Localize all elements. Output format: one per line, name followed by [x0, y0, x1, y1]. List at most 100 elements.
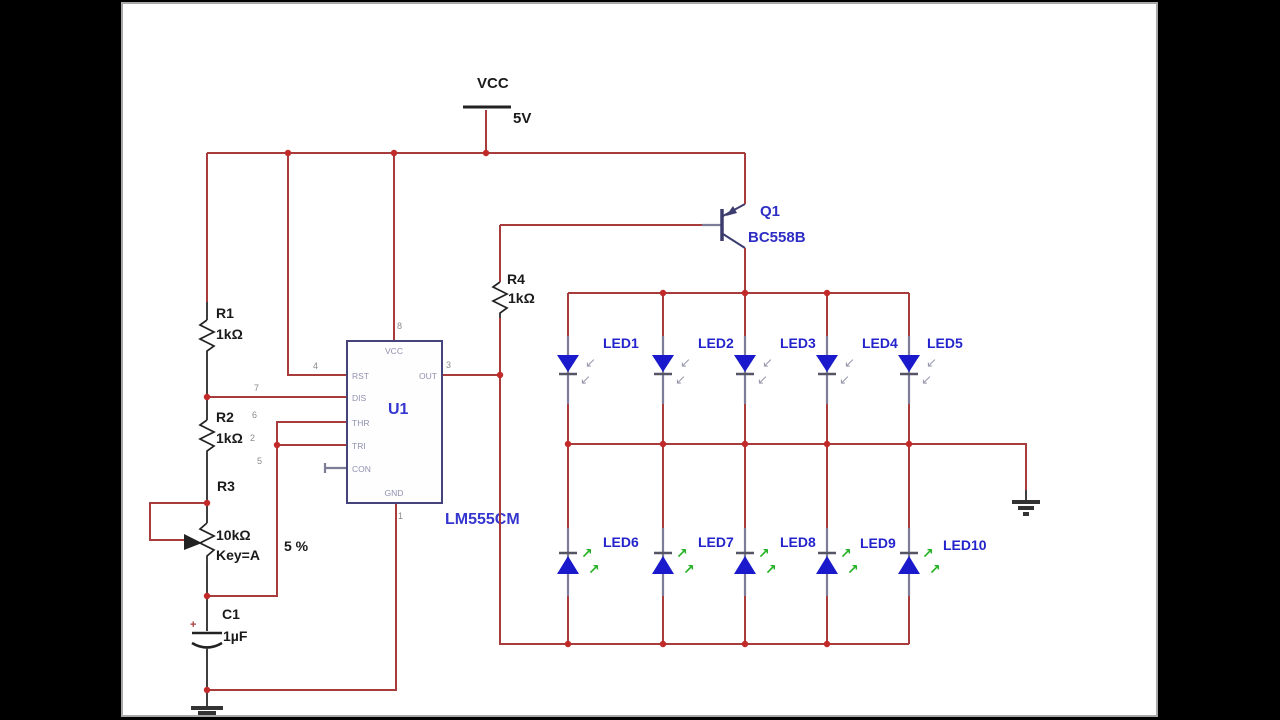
led-label: LED8: [780, 534, 816, 550]
r3-ref-label: R3: [217, 478, 235, 494]
led-top-row: ↙ ↙ LED1 ↙ ↙ LED2 ↙ ↙ LED3: [557, 293, 963, 444]
led-7: ↗ ↗ LED7: [652, 444, 734, 644]
u1-pin-number-6: 6: [252, 410, 257, 420]
r4-ref-label: R4: [507, 271, 525, 287]
junction-dot: [905, 440, 913, 448]
capacitor-c1: + C1 1µF: [190, 606, 248, 649]
junction-dot: [659, 640, 667, 648]
c1-polarity-mark: +: [190, 619, 196, 631]
r2-value-label: 1kΩ: [216, 430, 243, 446]
led-label: LED4: [862, 335, 898, 351]
junction-dot: [203, 393, 211, 401]
junction-dot: [659, 289, 667, 297]
led-8: ↗ ↗ LED8: [734, 444, 816, 644]
ground-icon: [1012, 500, 1040, 516]
u1-pin-con-label: CON: [352, 464, 371, 474]
r3-wiper-arrow-icon: [184, 534, 202, 550]
r3-value-label: 10kΩ: [216, 527, 251, 543]
resistor-r1: R1 1kΩ: [198, 305, 243, 352]
led-diode-icon: [816, 355, 838, 372]
led-4: ↙ ↙ LED4: [816, 293, 898, 444]
vcc-power-icon: VCC 5V: [463, 75, 531, 127]
junction-dot: [273, 441, 281, 449]
q1-ref-label: Q1: [760, 203, 780, 220]
led-label: LED7: [698, 534, 734, 550]
junction-dot: [564, 440, 572, 448]
u1-pin-number-8: 8: [397, 321, 402, 331]
junction-dot: [741, 289, 749, 297]
led-diode-icon: [734, 556, 756, 574]
junction-dot: [741, 440, 749, 448]
led-diode-icon: [898, 355, 920, 372]
junction-dot: [659, 440, 667, 448]
r4-value-label: 1kΩ: [508, 290, 535, 306]
q1-pnp-arrow-icon: [726, 206, 737, 216]
r2-ref-label: R2: [216, 409, 234, 425]
u1-ref-label: U1: [388, 401, 409, 418]
junction-dot: [203, 499, 211, 507]
wire-mid-bus-to-ground: [568, 443, 1027, 492]
led-label: LED9: [860, 535, 896, 551]
led-2: ↙ ↙ LED2: [652, 293, 734, 444]
u1-pin-dis-label: DIS: [352, 393, 367, 403]
led-emission-arrow-on-icon: ↗: [581, 546, 593, 562]
led-10: ↗ ↗ LED10: [898, 444, 987, 644]
led-emission-arrow-off-icon: ↙: [762, 356, 773, 371]
junction-dot: [390, 149, 398, 157]
resistor-r2: R2 1kΩ: [198, 409, 243, 455]
u1-pin-number-7: 7: [254, 383, 259, 393]
led-diode-icon: [816, 556, 838, 574]
junction-dot: [823, 289, 831, 297]
led-emission-arrow-on-icon: ↗: [588, 562, 600, 578]
led-emission-arrow-off-icon: ↙: [580, 373, 591, 388]
junction-dots: [203, 149, 913, 694]
c1-bottom-plate: [191, 641, 223, 649]
junction-dot: [203, 592, 211, 600]
u1-pin-thr-label: THR: [352, 418, 369, 428]
led-emission-arrow-off-icon: ↙: [921, 373, 932, 388]
u1-pin-number-4: 4: [313, 361, 318, 371]
led-label: LED6: [603, 534, 639, 550]
led-9: ↗ ↗ LED9: [816, 444, 896, 644]
c1-value-label: 1µF: [223, 628, 248, 644]
u1-pin-tri-label: TRI: [352, 441, 366, 451]
led-emission-arrow-on-icon: ↗: [840, 546, 852, 562]
led-label: LED3: [780, 335, 816, 351]
led-emission-arrow-on-icon: ↗: [765, 562, 777, 578]
r2-zigzag: [198, 419, 216, 455]
led-emission-arrow-off-icon: ↙: [844, 356, 855, 371]
wire-gnd-pin1: [207, 503, 397, 691]
led-label: LED2: [698, 335, 734, 351]
led-diode-icon: [652, 355, 674, 372]
led-diode-icon: [557, 556, 579, 574]
junction-dot: [496, 371, 504, 379]
junction-dot: [823, 440, 831, 448]
led-diode-icon: [652, 556, 674, 574]
wire-thr-tri-down: [207, 421, 347, 597]
u1-pin-number-2: 2: [250, 433, 255, 443]
vcc-label: VCC: [477, 75, 509, 92]
led-emission-arrow-off-icon: ↙: [926, 356, 937, 371]
u1-pin-rst-label: RST: [352, 371, 369, 381]
r3-tolerance-label: 5 %: [284, 538, 309, 554]
led-diode-icon: [557, 355, 579, 372]
u1-body: [346, 340, 443, 504]
r1-zigzag: [198, 319, 216, 352]
led-label: LED1: [603, 335, 639, 351]
wire-rst: [287, 153, 347, 376]
led-diode-icon: [898, 556, 920, 574]
led-label: LED5: [927, 335, 963, 351]
junction-dot: [482, 149, 490, 157]
junction-dot: [741, 640, 749, 648]
led-label: LED10: [943, 537, 987, 553]
transistor-q1: Q1 BC558B: [702, 153, 806, 293]
led-emission-arrow-off-icon: ↙: [680, 356, 691, 371]
led-bottom-row: ↗ ↗ LED6 ↗ ↗ LED7 ↗ ↗ LED8: [557, 444, 987, 644]
led-6: ↗ ↗ LED6: [557, 444, 639, 644]
junction-dot: [564, 640, 572, 648]
con-pin-stub: [323, 463, 347, 473]
led-emission-arrow-off-icon: ↙: [675, 373, 686, 388]
u1-pin-vcc-label: VCC: [385, 346, 403, 356]
r3-wiper-wire: [149, 502, 207, 541]
